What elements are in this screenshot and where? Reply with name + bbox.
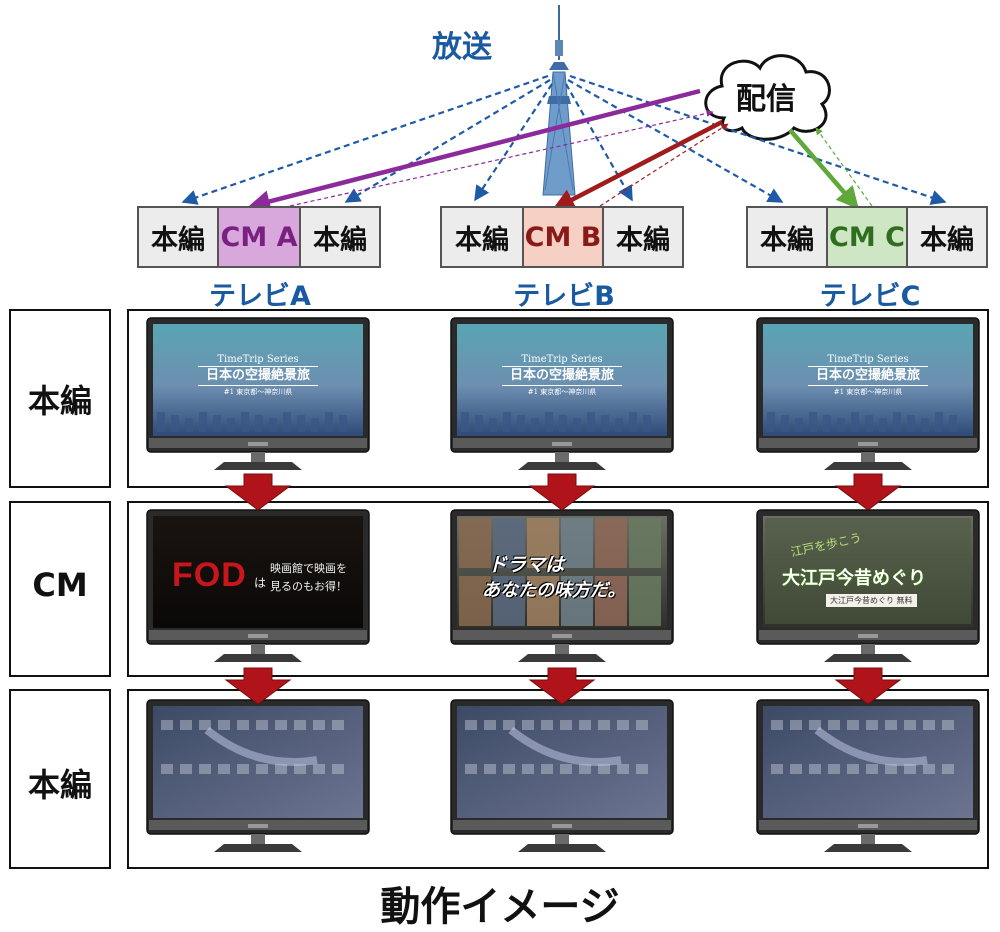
program-subtitle: #1 東京都～神奈川県 <box>223 388 293 396</box>
ad-segment-b: CM B <box>522 206 604 268</box>
ad-a-copy-2: 見るのもお得！ <box>270 580 347 593</box>
program-subtitle: #1 東京都～神奈川県 <box>833 388 903 396</box>
program-series: TimeTrip Series <box>217 354 299 365</box>
distribution-arrows <box>247 88 859 213</box>
ad-a-copy-1: 映画館で映画を <box>270 562 347 575</box>
ad-c-headline: 大江戸今昔めぐり <box>782 568 926 589</box>
ad-a-brand: FOD <box>172 556 247 594</box>
ad-a-tag: は <box>254 576 267 590</box>
tv-screen <box>153 516 363 628</box>
tv-set <box>146 699 370 852</box>
program-segment: 本編 <box>906 206 988 268</box>
ad-b-headline-1: ドラマは <box>488 554 565 576</box>
broadcast-arrow <box>567 79 784 203</box>
ad-c-screen-text: 江戸を歩こう 大江戸今昔めぐり 大江戸今昔めぐり 無料 <box>764 520 970 620</box>
ad-c-kicker: 江戸を歩こう <box>789 530 863 560</box>
down-arrow <box>224 473 292 511</box>
tv-set <box>756 509 980 662</box>
footer-caption: 動作イメージ <box>380 884 620 930</box>
tv-screen <box>457 706 667 818</box>
broadcast-label: 放送 <box>432 30 492 65</box>
row-label-cm: CM <box>32 566 88 604</box>
tv-set <box>756 699 980 852</box>
broadcast-arrow <box>181 74 549 205</box>
distribution-label: 配信 <box>736 82 796 117</box>
row-frame <box>9 309 111 488</box>
ad-a-screen-text: FOD は 映画館で映画を 見るのもお得！ <box>150 544 358 614</box>
ad-segment-c: CM C <box>826 206 908 268</box>
row-label-program-1: 本編 <box>27 382 92 420</box>
down-arrow <box>528 473 596 511</box>
program-title: 日本の空撮絶景旅 <box>808 366 928 386</box>
ad-b-screen-text: ドラマは あなたの味方だ。 <box>458 532 662 622</box>
distribution-cloud-icon <box>704 54 831 141</box>
tv-screen <box>153 706 363 818</box>
down-arrow <box>224 667 292 705</box>
tv-label-b: テレビB <box>513 281 615 312</box>
down-arrow <box>834 667 902 705</box>
row-frame <box>9 501 111 677</box>
broadcast-arrow <box>565 83 633 202</box>
tv-label-c: テレビC <box>819 281 921 312</box>
feedback-line-a <box>289 109 714 207</box>
feedback-lines <box>289 109 873 207</box>
program-segment: 本編 <box>602 206 684 268</box>
program-segment: 本編 <box>299 206 381 268</box>
tv-set <box>450 509 674 662</box>
broadcast-arrow <box>474 83 553 202</box>
distribution-arrow-c <box>788 128 859 210</box>
program-segment: 本編 <box>440 206 524 268</box>
program-series: TimeTrip Series <box>521 354 603 365</box>
ad-segment-a: CM A <box>217 206 301 268</box>
distribution-arrow-b <box>552 120 724 211</box>
program-title: 日本の空撮絶景旅 <box>198 366 318 386</box>
ad-c-button: 大江戸今昔めぐり 無料 <box>826 594 917 607</box>
program-segment: 本編 <box>746 206 828 268</box>
distribution-arrow-a <box>247 88 701 213</box>
tv-screen <box>763 706 973 818</box>
tv-label-a: テレビA <box>209 281 311 312</box>
tv-set <box>146 509 370 662</box>
ad-b-headline-2: あなたの味方だ。 <box>482 580 626 601</box>
program-series: TimeTrip Series <box>827 354 909 365</box>
feedback-line-b <box>599 123 729 207</box>
broadcast-tower-icon <box>542 5 576 196</box>
feedback-line-c <box>815 127 873 207</box>
broadcast-arrows <box>181 74 947 205</box>
down-arrow <box>528 667 596 705</box>
row-frame <box>9 689 111 869</box>
broadcast-arrow <box>569 74 947 205</box>
down-arrow <box>834 473 902 511</box>
program-subtitle: #1 東京都～神奈川県 <box>527 388 597 396</box>
broadcast-arrow <box>344 79 551 203</box>
tv-set <box>450 317 674 470</box>
program-title: 日本の空撮絶景旅 <box>502 366 622 386</box>
program-segment: 本編 <box>137 206 219 268</box>
row-label-program-2: 本編 <box>27 766 92 804</box>
tv-set <box>450 699 674 852</box>
